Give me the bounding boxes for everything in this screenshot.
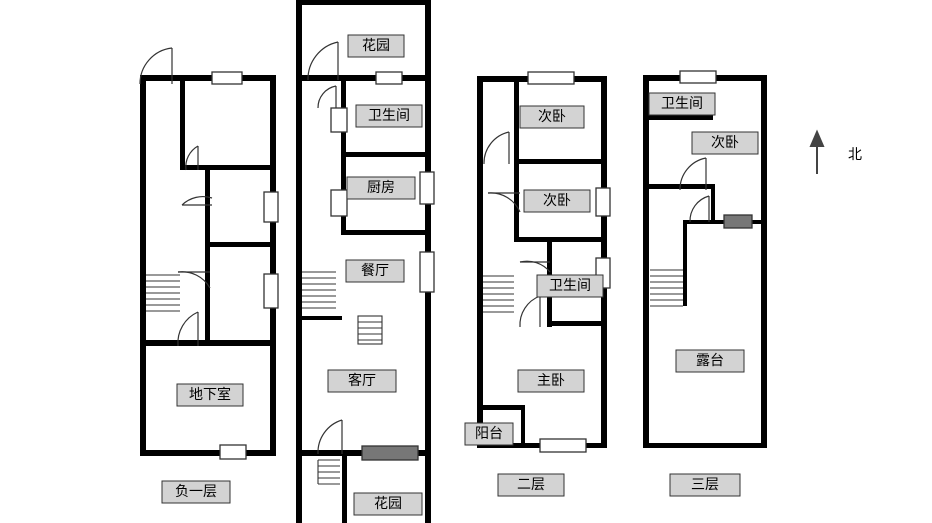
north-arrow-icon bbox=[809, 129, 825, 174]
stairs-icon bbox=[302, 271, 336, 309]
room-label-kitchen: 厨房 bbox=[346, 176, 416, 200]
svg-text:餐厅: 餐厅 bbox=[361, 263, 389, 279]
door-swing-icon bbox=[181, 195, 213, 206]
svg-text:二层: 二层 bbox=[517, 477, 545, 493]
floor-3: 卫生间 次卧 露台 三层 bbox=[643, 70, 767, 497]
north-indicator: 北 bbox=[809, 129, 862, 174]
svg-text:客厅: 客厅 bbox=[348, 372, 376, 389]
room-label-bedroom-2f-a: 次卧 bbox=[519, 105, 585, 129]
north-label: 北 bbox=[848, 147, 862, 163]
room-label-dining: 餐厅 bbox=[345, 259, 405, 283]
room-label-bedroom-3f: 次卧 bbox=[691, 131, 759, 155]
door-swing-icon bbox=[487, 192, 521, 213]
floor-b1: 地下室 负一层 bbox=[139, 47, 279, 504]
svg-text:卫生间: 卫生间 bbox=[661, 96, 703, 112]
stairs-icon bbox=[650, 269, 683, 307]
svg-text:卫生间: 卫生间 bbox=[368, 108, 410, 124]
svg-text:负一层: 负一层 bbox=[175, 484, 217, 500]
floor-1: 花园 卫生间 厨房 餐厅 客厅 花园 bbox=[296, 0, 435, 523]
door-swing-icon bbox=[519, 260, 551, 273]
door-swing-icon bbox=[317, 419, 343, 455]
room-label-bathroom-2f: 卫生间 bbox=[536, 274, 604, 298]
room-label-garden-top: 花园 bbox=[347, 34, 405, 58]
door-swing-icon bbox=[307, 41, 339, 81]
room-label-terrace: 露台 bbox=[675, 349, 745, 373]
door-swing-icon bbox=[679, 157, 707, 191]
svg-text:次卧: 次卧 bbox=[543, 193, 571, 209]
door-swing-icon bbox=[483, 131, 510, 165]
svg-text:花园: 花园 bbox=[374, 496, 402, 512]
svg-text:花园: 花园 bbox=[362, 38, 390, 54]
room-label-bedroom-2f-b: 次卧 bbox=[523, 189, 591, 213]
floor-2: 次卧 次卧 卫生间 主卧 阳台 二层 bbox=[464, 71, 611, 497]
stairs-icon bbox=[357, 315, 383, 345]
stairs-icon bbox=[483, 275, 514, 313]
svg-text:三层: 三层 bbox=[691, 477, 719, 493]
svg-text:次卧: 次卧 bbox=[538, 109, 566, 125]
svg-text:次卧: 次卧 bbox=[711, 135, 739, 151]
room-label-balcony: 阳台 bbox=[464, 422, 514, 446]
door-swing-icon bbox=[689, 195, 710, 223]
svg-text:阳台: 阳台 bbox=[475, 426, 503, 442]
door-swing-icon bbox=[317, 85, 337, 109]
door-swing-icon bbox=[185, 145, 199, 171]
floor-label-2f: 二层 bbox=[497, 473, 565, 497]
door-swing-icon bbox=[139, 47, 173, 85]
room-label-living: 客厅 bbox=[327, 369, 397, 393]
floor-label-b1: 负一层 bbox=[161, 480, 231, 504]
door-swing-icon bbox=[177, 311, 199, 347]
room-label-master-bedroom: 主卧 bbox=[517, 369, 585, 393]
door-swing-icon bbox=[177, 271, 211, 289]
svg-text:露台: 露台 bbox=[696, 353, 724, 369]
stairs-icon bbox=[146, 274, 180, 312]
svg-text:主卧: 主卧 bbox=[537, 373, 565, 389]
svg-text:地下室: 地下室 bbox=[189, 386, 231, 403]
svg-text:卫生间: 卫生间 bbox=[549, 278, 591, 294]
stairs-icon bbox=[317, 459, 340, 485]
room-label-bathroom-1f: 卫生间 bbox=[355, 104, 423, 128]
door-swing-icon bbox=[519, 295, 541, 328]
room-label-bathroom-3f: 卫生间 bbox=[648, 92, 716, 116]
room-label-garden-bottom: 花园 bbox=[353, 492, 423, 516]
room-label-basement: 地下室 bbox=[176, 383, 244, 407]
svg-text:厨房: 厨房 bbox=[367, 180, 395, 196]
floor-label-3f: 三层 bbox=[669, 473, 741, 497]
